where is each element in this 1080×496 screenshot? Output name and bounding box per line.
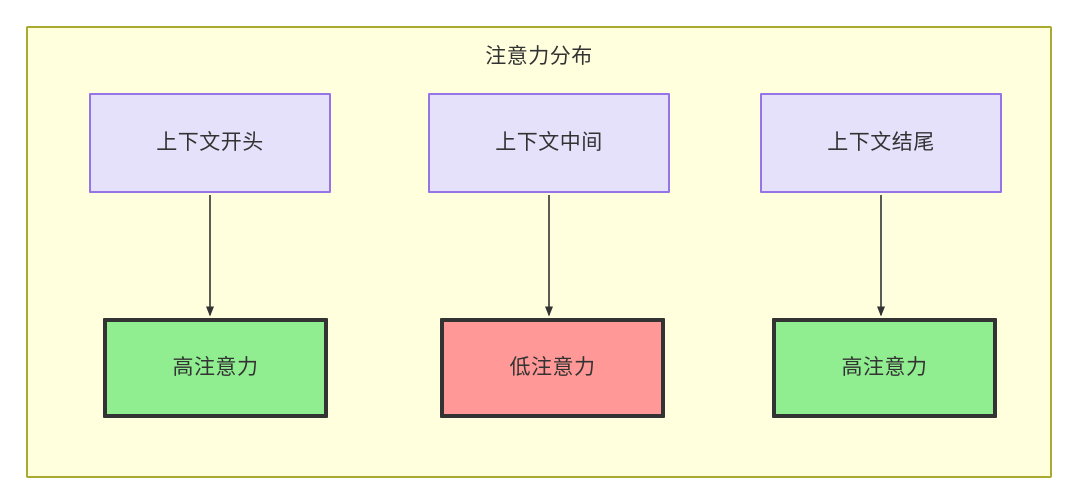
node-context-start-label: 上下文开头 — [156, 131, 264, 154]
node-context-end-label: 上下文结尾 — [827, 131, 935, 154]
node-attention-start[interactable]: 高注意力 — [103, 318, 328, 418]
node-context-middle-label: 上下文中间 — [495, 131, 603, 154]
node-attention-end[interactable]: 高注意力 — [772, 318, 997, 418]
node-attention-start-label: 高注意力 — [172, 356, 259, 379]
node-attention-middle[interactable]: 低注意力 — [440, 318, 665, 418]
node-attention-end-label: 高注意力 — [841, 356, 928, 379]
node-context-end[interactable]: 上下文结尾 — [760, 93, 1002, 193]
node-attention-middle-label: 低注意力 — [509, 356, 596, 379]
node-context-middle[interactable]: 上下文中间 — [428, 93, 670, 193]
node-context-start[interactable]: 上下文开头 — [89, 93, 331, 193]
subgraph-title: 注意力分布 — [485, 45, 593, 68]
